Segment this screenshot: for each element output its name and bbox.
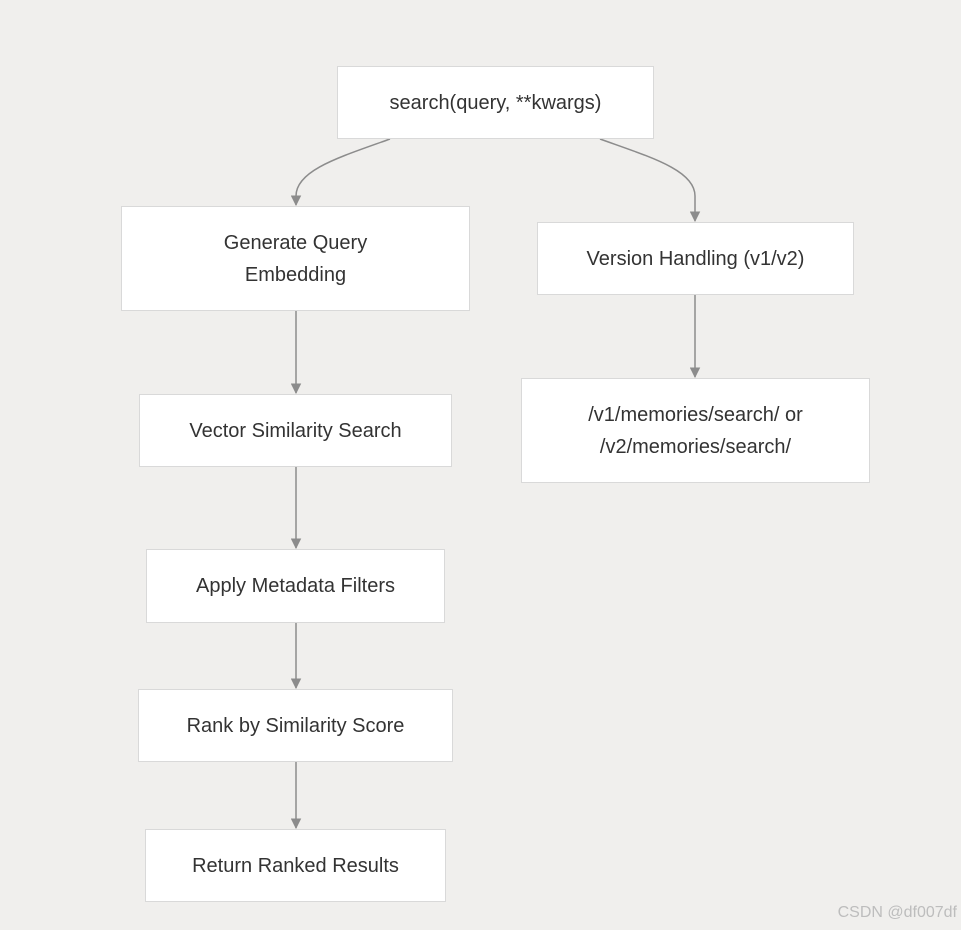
edge-search-to-embed (290, 138, 391, 207)
generate-embedding-label-line1: Generate Query (223, 231, 368, 254)
search-node: search(query, **kwargs) (337, 66, 654, 139)
metadata-filters-label: Apply Metadata Filters (196, 575, 395, 597)
watermark: CSDN @df007df (837, 904, 957, 921)
endpoint-node: /v1/memories/search/ or /v2/memories/sea… (521, 378, 870, 483)
rank-node: Rank by Similarity Score (138, 689, 453, 762)
version-handling-node: Version Handling (v1/v2) (537, 222, 854, 295)
rank-label: Rank by Similarity Score (186, 714, 405, 737)
endpoint-label-line1: /v1/memories/search/ or (588, 403, 803, 426)
version-handling-label: Version Handling (v1/v2) (586, 247, 805, 270)
results-node: Return Ranked Results (145, 829, 446, 902)
results-label: Return Ranked Results (192, 854, 399, 877)
edge-search-to-version (599, 138, 701, 223)
metadata-filters-node: Apply Metadata Filters (146, 549, 445, 623)
vector-search-label: Vector Similarity Search (189, 419, 402, 442)
generate-embedding-label-line2: Embedding (244, 263, 347, 286)
vector-search-node: Vector Similarity Search (139, 394, 452, 467)
generate-embedding-node: Generate Query Embedding (121, 206, 470, 311)
endpoint-label-line2: /v2/memories/search/ (599, 435, 792, 458)
search-node-label: search(query, **kwargs) (389, 91, 602, 114)
